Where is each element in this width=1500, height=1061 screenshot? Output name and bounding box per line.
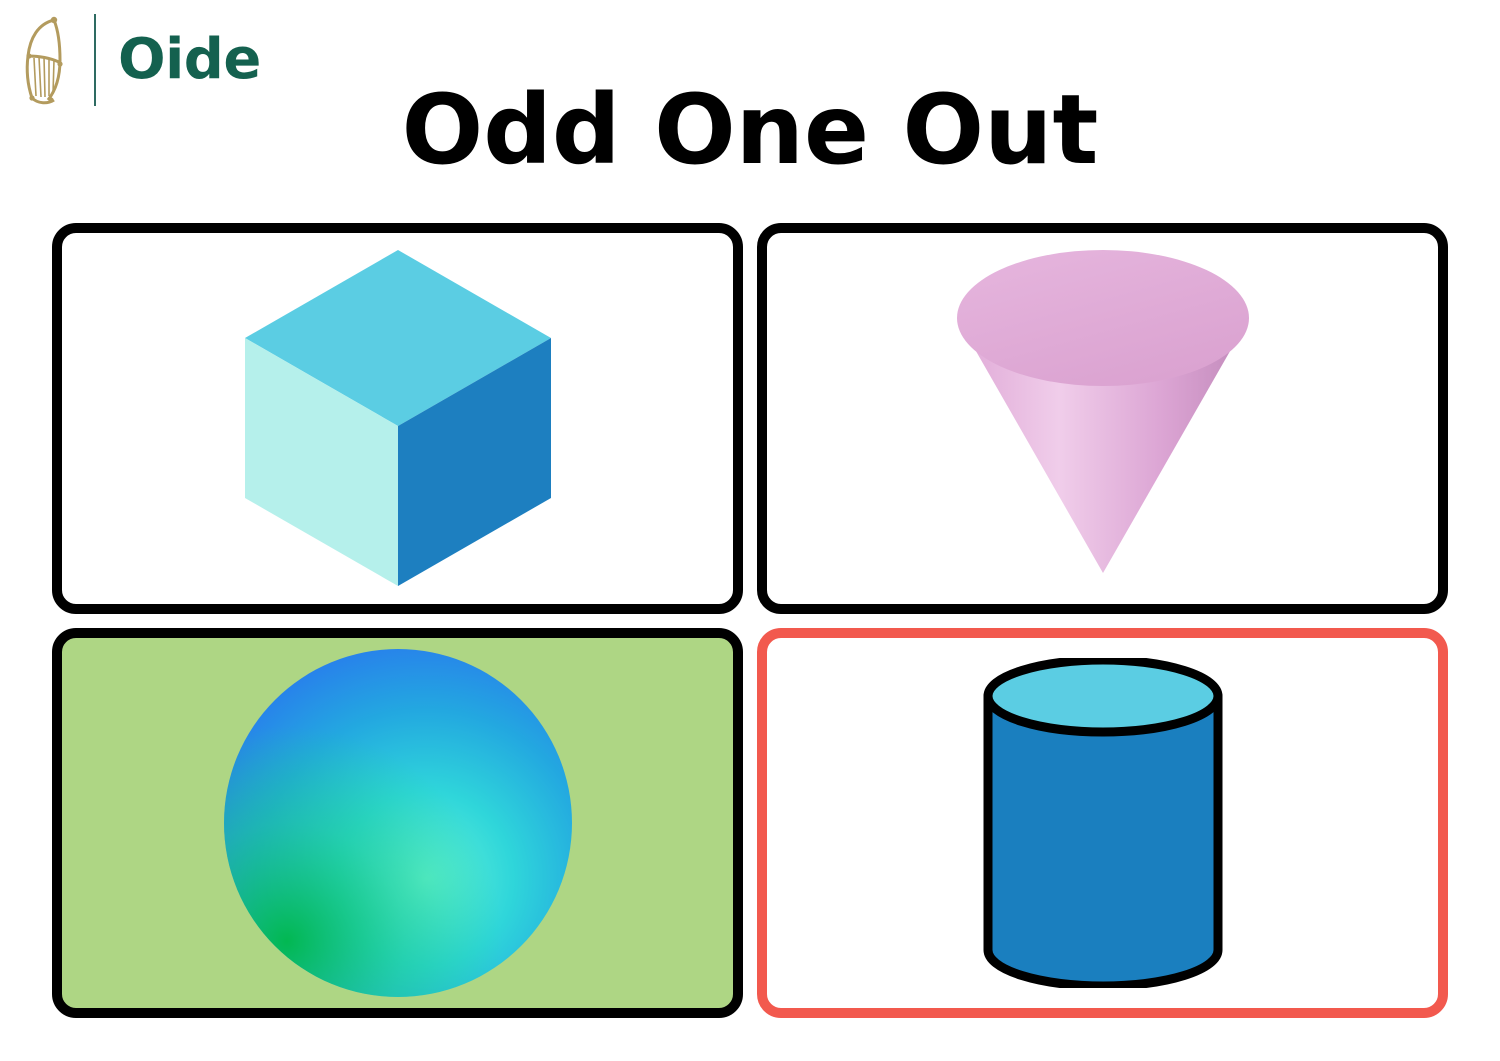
shape-card-cone[interactable] — [757, 223, 1448, 614]
cone-icon — [956, 250, 1249, 574]
irish-harp-icon — [25, 16, 63, 105]
shape-card-sphere[interactable] — [52, 627, 743, 1018]
brand-name: Oide — [118, 27, 261, 92]
shape-card-cube[interactable] — [52, 223, 743, 614]
brand-divider — [94, 14, 96, 106]
sphere-icon — [223, 648, 572, 997]
brand-logo: Oide — [8, 8, 261, 112]
shape-card-cylinder[interactable] — [757, 627, 1448, 1018]
page-title: Odd One Out — [401, 74, 1099, 186]
cube-icon — [244, 250, 551, 587]
shape-card-grid — [52, 223, 1448, 1018]
cylinder-icon — [983, 657, 1222, 988]
